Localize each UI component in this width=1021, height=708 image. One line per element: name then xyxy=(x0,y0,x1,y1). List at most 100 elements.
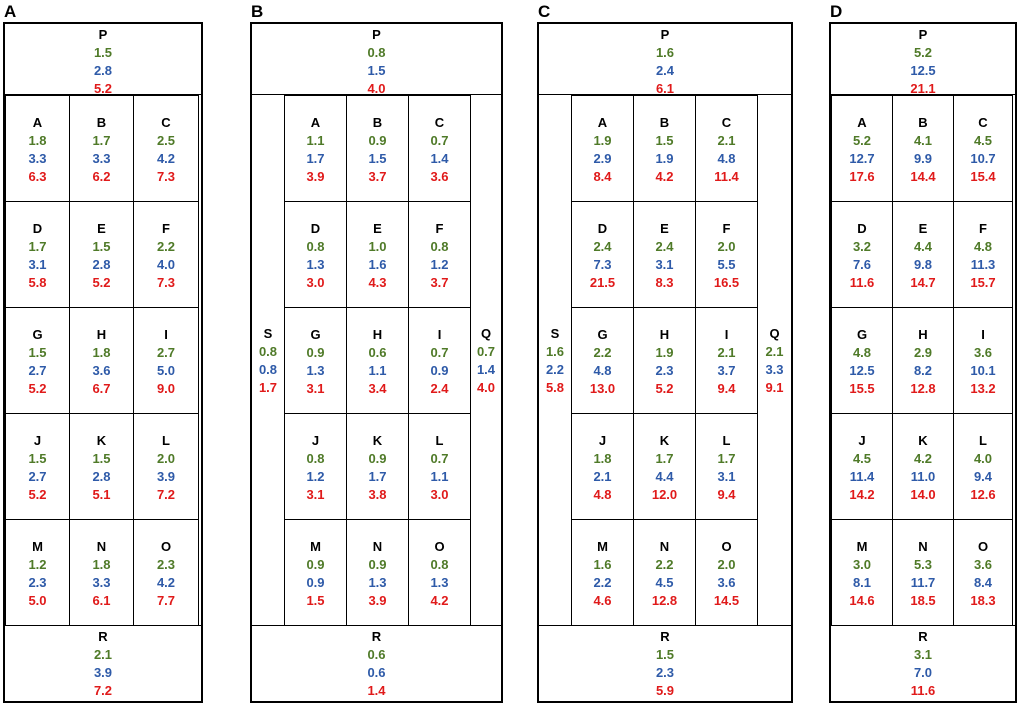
cell-label: N xyxy=(659,539,670,554)
value-first: 1.5 xyxy=(655,133,674,148)
value-first: 0.8 xyxy=(306,451,325,466)
cell-label: D xyxy=(857,221,867,236)
value-first: 2.1 xyxy=(93,647,113,662)
value-third: 6.2 xyxy=(92,169,111,184)
value-third: 5.8 xyxy=(545,379,565,395)
cell-label: N xyxy=(96,539,107,554)
value-third: 3.1 xyxy=(306,381,325,396)
cell-label: M xyxy=(856,539,868,554)
value-first: 0.7 xyxy=(430,133,449,148)
value-second: 1.3 xyxy=(430,575,449,590)
value-first: 0.7 xyxy=(430,345,449,360)
cell-label: M xyxy=(32,539,43,554)
value-second: 8.4 xyxy=(973,575,993,590)
value-first: 0.8 xyxy=(430,239,449,254)
value-second: 1.5 xyxy=(368,151,387,166)
value-second: 10.1 xyxy=(970,363,996,378)
value-first: 0.8 xyxy=(430,557,449,572)
value-second: 4.5 xyxy=(655,575,674,590)
value-second: 4.2 xyxy=(156,575,176,590)
value-first: 1.2 xyxy=(28,557,47,572)
cell-label: O xyxy=(434,539,445,554)
cell-label: P xyxy=(918,27,928,42)
value-second: 7.3 xyxy=(593,257,612,272)
value-first: 1.8 xyxy=(92,345,111,360)
value-second: 4.4 xyxy=(655,469,674,484)
value-third: 3.8 xyxy=(368,487,387,502)
cell-label: K xyxy=(918,433,928,448)
cell-label: D xyxy=(32,221,43,236)
cell-label: L xyxy=(722,433,731,448)
value-third: 16.5 xyxy=(713,275,740,290)
value-third: 5.0 xyxy=(28,593,47,608)
value-first: 0.9 xyxy=(306,557,325,572)
value-third: 3.1 xyxy=(306,487,325,502)
value-second: 2.9 xyxy=(593,151,612,166)
value-first: 1.6 xyxy=(655,45,675,60)
value-first: 2.2 xyxy=(156,239,176,254)
value-second: 3.3 xyxy=(765,361,784,377)
value-second: 0.9 xyxy=(306,575,325,590)
cell-label: M xyxy=(310,539,321,554)
cell-label: I xyxy=(164,327,168,342)
value-first: 4.5 xyxy=(852,451,872,466)
value-third: 4.2 xyxy=(430,593,449,608)
value-third: 9.4 xyxy=(717,381,736,396)
value-first: 2.7 xyxy=(156,345,176,360)
value-third: 3.7 xyxy=(368,169,387,184)
cell-label: F xyxy=(722,221,731,236)
value-second: 2.2 xyxy=(593,575,612,590)
value-third: 14.5 xyxy=(713,593,740,608)
value-third: 6.7 xyxy=(92,381,111,396)
cell-label: A xyxy=(597,115,608,130)
value-third: 12.8 xyxy=(910,381,936,396)
value-second: 8.2 xyxy=(913,363,933,378)
value-third: 5.8 xyxy=(28,275,47,290)
value-second: 12.7 xyxy=(849,151,875,166)
value-second: 1.5 xyxy=(367,63,386,78)
value-second: 3.1 xyxy=(717,469,736,484)
value-second: 10.7 xyxy=(970,151,996,166)
value-third: 4.0 xyxy=(367,81,386,96)
value-second: 11.3 xyxy=(970,257,996,272)
cell-label: R xyxy=(918,629,928,644)
value-third: 4.8 xyxy=(593,487,612,502)
value-third: 13.0 xyxy=(589,381,616,396)
cell-label: S xyxy=(550,325,560,341)
value-second: 1.2 xyxy=(306,469,325,484)
value-second: 2.2 xyxy=(545,361,565,377)
value-third: 14.6 xyxy=(849,593,875,608)
